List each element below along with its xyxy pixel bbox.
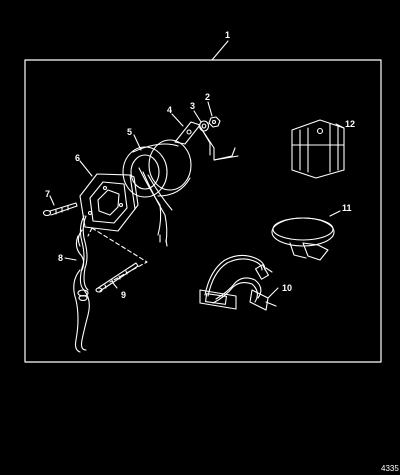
cable-tie	[271, 217, 335, 261]
callout-2: 2	[205, 92, 210, 102]
callout-1: 1	[225, 30, 230, 40]
callout-12: 12	[345, 119, 355, 129]
callout-5: 5	[127, 127, 132, 137]
leader-10	[267, 287, 279, 299]
callout-3: 3	[190, 101, 195, 111]
callout-7: 7	[45, 189, 50, 199]
leader-12	[335, 123, 345, 129]
leader-7	[49, 195, 55, 206]
callout-4: 4	[167, 105, 172, 115]
alignment-lines	[87, 227, 148, 283]
leader-8	[64, 257, 77, 261]
nut-and-washer	[198, 116, 221, 132]
callout-6: 6	[75, 153, 80, 163]
mounting-plate	[79, 173, 139, 232]
retaining-clip	[291, 119, 345, 179]
callout-9: 9	[121, 290, 126, 300]
leader-4	[171, 113, 184, 127]
wiring-harness	[199, 254, 277, 311]
leader-11	[329, 210, 341, 217]
mounting-bracket	[174, 121, 239, 161]
fastener-pin	[95, 262, 139, 293]
housing	[122, 139, 192, 247]
leader-6	[79, 160, 93, 177]
leader-2	[207, 101, 213, 117]
reference-number: 4335	[381, 464, 399, 473]
callout-8: 8	[58, 253, 63, 263]
screw	[42, 202, 78, 217]
kit-frame	[24, 59, 382, 363]
leader-3	[193, 110, 202, 123]
lanyard-cord	[73, 215, 90, 353]
callout-11: 11	[342, 203, 352, 213]
callout-10: 10	[282, 283, 292, 293]
leader-9	[112, 282, 118, 289]
leader-5	[133, 134, 142, 151]
leader-1	[211, 40, 229, 61]
